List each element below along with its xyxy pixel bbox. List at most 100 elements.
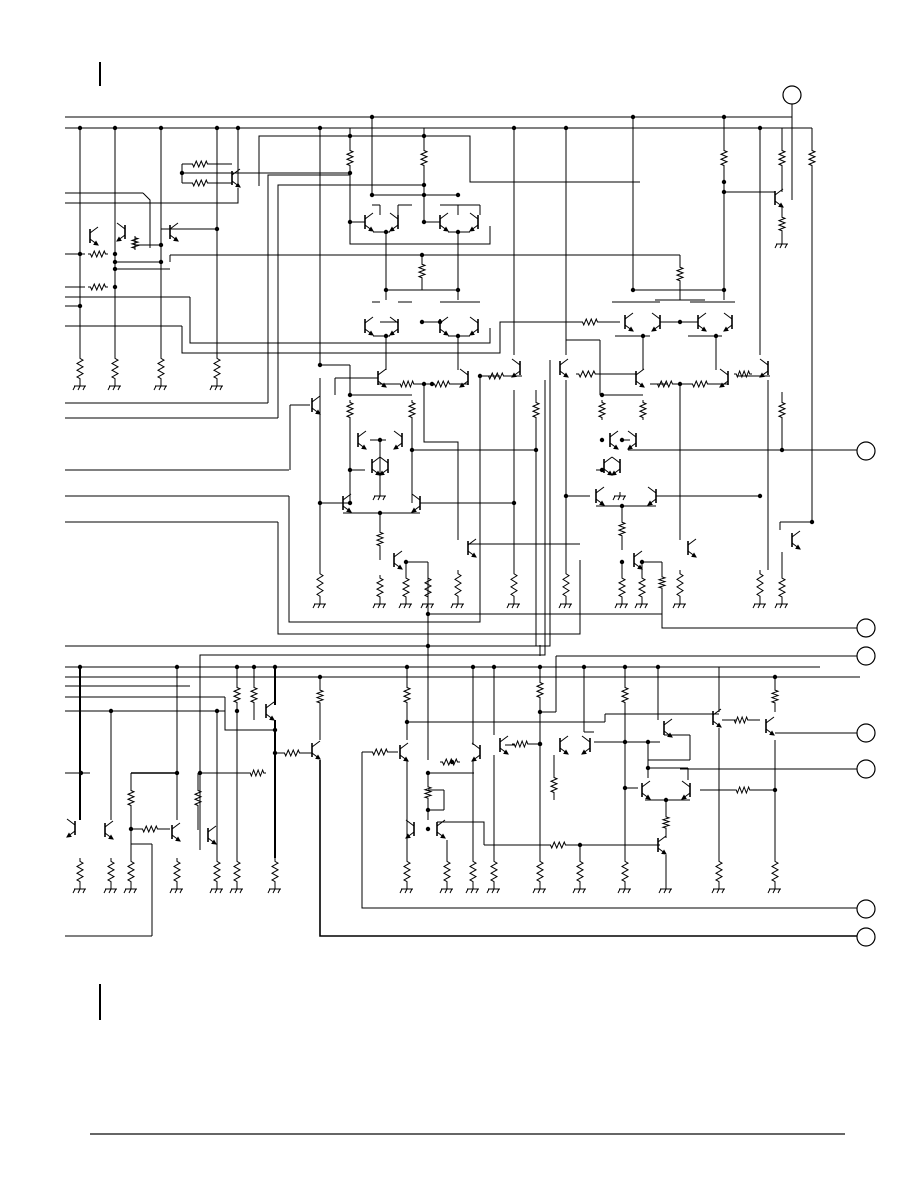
ground-symbol	[108, 888, 112, 894]
transistor-npn	[393, 444, 399, 450]
ground-symbol	[542, 888, 546, 894]
resistor	[486, 371, 506, 381]
resistor	[535, 680, 545, 700]
ground-symbol	[506, 603, 510, 609]
junction-dot	[425, 770, 431, 776]
ground-symbol	[721, 888, 725, 894]
junction-dot	[581, 664, 587, 670]
ground-symbol	[372, 603, 376, 609]
resistor	[676, 570, 684, 600]
junction-dot	[421, 192, 427, 198]
resistor	[126, 858, 136, 885]
transistor-npn	[611, 470, 617, 476]
resistor	[398, 379, 416, 389]
ground-symbol	[450, 603, 454, 609]
transistor-npn	[635, 368, 645, 376]
transistor-npn	[723, 312, 733, 320]
wire	[469, 168, 640, 183]
resistor	[345, 400, 355, 420]
transistor-npn	[405, 819, 415, 827]
resistor	[402, 858, 412, 885]
junction-dot	[677, 319, 683, 325]
resistor	[638, 400, 648, 420]
junction-dot	[757, 125, 763, 131]
transistor-npn	[389, 316, 399, 324]
ground-symbol	[117, 385, 121, 391]
ground-symbol	[123, 888, 127, 894]
ground-symbol	[532, 888, 536, 894]
junction-dot	[404, 664, 410, 670]
wire	[288, 496, 481, 623]
transistor-npn	[691, 552, 697, 558]
transistor-npn	[393, 430, 403, 438]
ground-symbol	[377, 603, 381, 609]
junction-dot	[108, 708, 114, 714]
resistor	[454, 570, 462, 600]
wire	[277, 522, 581, 635]
resistor	[661, 815, 671, 830]
transistor-npn	[628, 326, 634, 332]
junction-dot	[383, 287, 389, 293]
resistor	[770, 688, 780, 705]
resistor	[617, 520, 627, 538]
junction-dot	[369, 192, 375, 198]
junction-dot	[772, 674, 778, 680]
resistor	[172, 858, 182, 885]
junction-dot	[377, 510, 383, 516]
junction-dot	[630, 287, 636, 293]
resistor	[212, 355, 222, 382]
junction-dot	[437, 319, 443, 325]
transistor-npn	[469, 316, 479, 324]
transistor-npn	[697, 312, 707, 320]
resistor	[232, 685, 242, 705]
junction-dot	[234, 708, 240, 714]
ground-symbol	[214, 888, 218, 894]
wire	[150, 188, 239, 204]
transistor-npn	[559, 735, 569, 743]
junction-dot	[272, 750, 278, 756]
transistor-npn	[66, 832, 72, 838]
transistor-npn	[235, 182, 241, 188]
transistor-npn	[265, 701, 275, 709]
ground-symbol	[658, 888, 662, 894]
ground-symbol	[682, 603, 686, 609]
resistor	[637, 575, 647, 600]
ground-symbol	[762, 603, 766, 609]
ground-symbol	[774, 603, 778, 609]
transistor-npn	[607, 470, 613, 476]
ground-symbol	[229, 888, 233, 894]
ground-symbol	[214, 385, 218, 391]
ground-symbol	[784, 243, 788, 249]
transistor-npn	[624, 312, 634, 320]
junction-dot	[599, 392, 605, 398]
junction-dot	[78, 770, 84, 776]
junction-dot	[179, 170, 185, 176]
junction-dot	[537, 664, 543, 670]
ground-symbol	[209, 888, 213, 894]
transistor-npn	[443, 330, 449, 336]
ground-symbol	[460, 603, 464, 609]
transistor-npn	[231, 168, 241, 176]
wire	[181, 321, 580, 354]
transistor-npn	[511, 372, 517, 378]
junction-dot	[383, 229, 389, 235]
resistor	[130, 236, 140, 250]
junction-dot	[421, 219, 427, 225]
junction-dot	[421, 381, 427, 387]
junction-dot	[77, 251, 83, 257]
resistor	[548, 840, 568, 850]
transistor-npn	[381, 382, 387, 388]
transistor-npn	[613, 444, 619, 450]
junction-dot	[347, 219, 353, 225]
transistor-npn	[769, 730, 775, 736]
junction-dot	[77, 125, 83, 131]
junction-dot	[317, 362, 323, 368]
transistor-npn	[774, 188, 784, 196]
ground-symbol	[82, 385, 86, 391]
ground-symbol	[491, 888, 495, 894]
ground-symbol	[614, 603, 618, 609]
resistor	[655, 379, 675, 389]
transistor-npn	[645, 794, 651, 800]
ground-symbol	[572, 888, 576, 894]
transistor-npn	[716, 722, 722, 728]
